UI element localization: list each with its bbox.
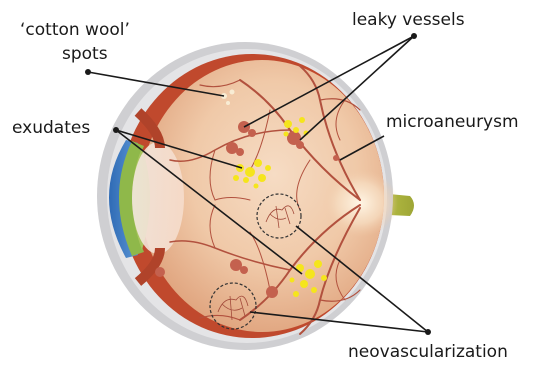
label-cotton-wool-line1: ‘cotton wool’: [20, 20, 130, 40]
label-exudates: exudates: [12, 118, 90, 138]
label-leaky-vessels: leaky vessels: [352, 10, 465, 30]
label-microaneurysm: microaneurysm: [386, 112, 519, 132]
label-neovascularization: neovascularization: [348, 342, 508, 362]
label-cotton-wool-line2: spots: [62, 44, 108, 64]
